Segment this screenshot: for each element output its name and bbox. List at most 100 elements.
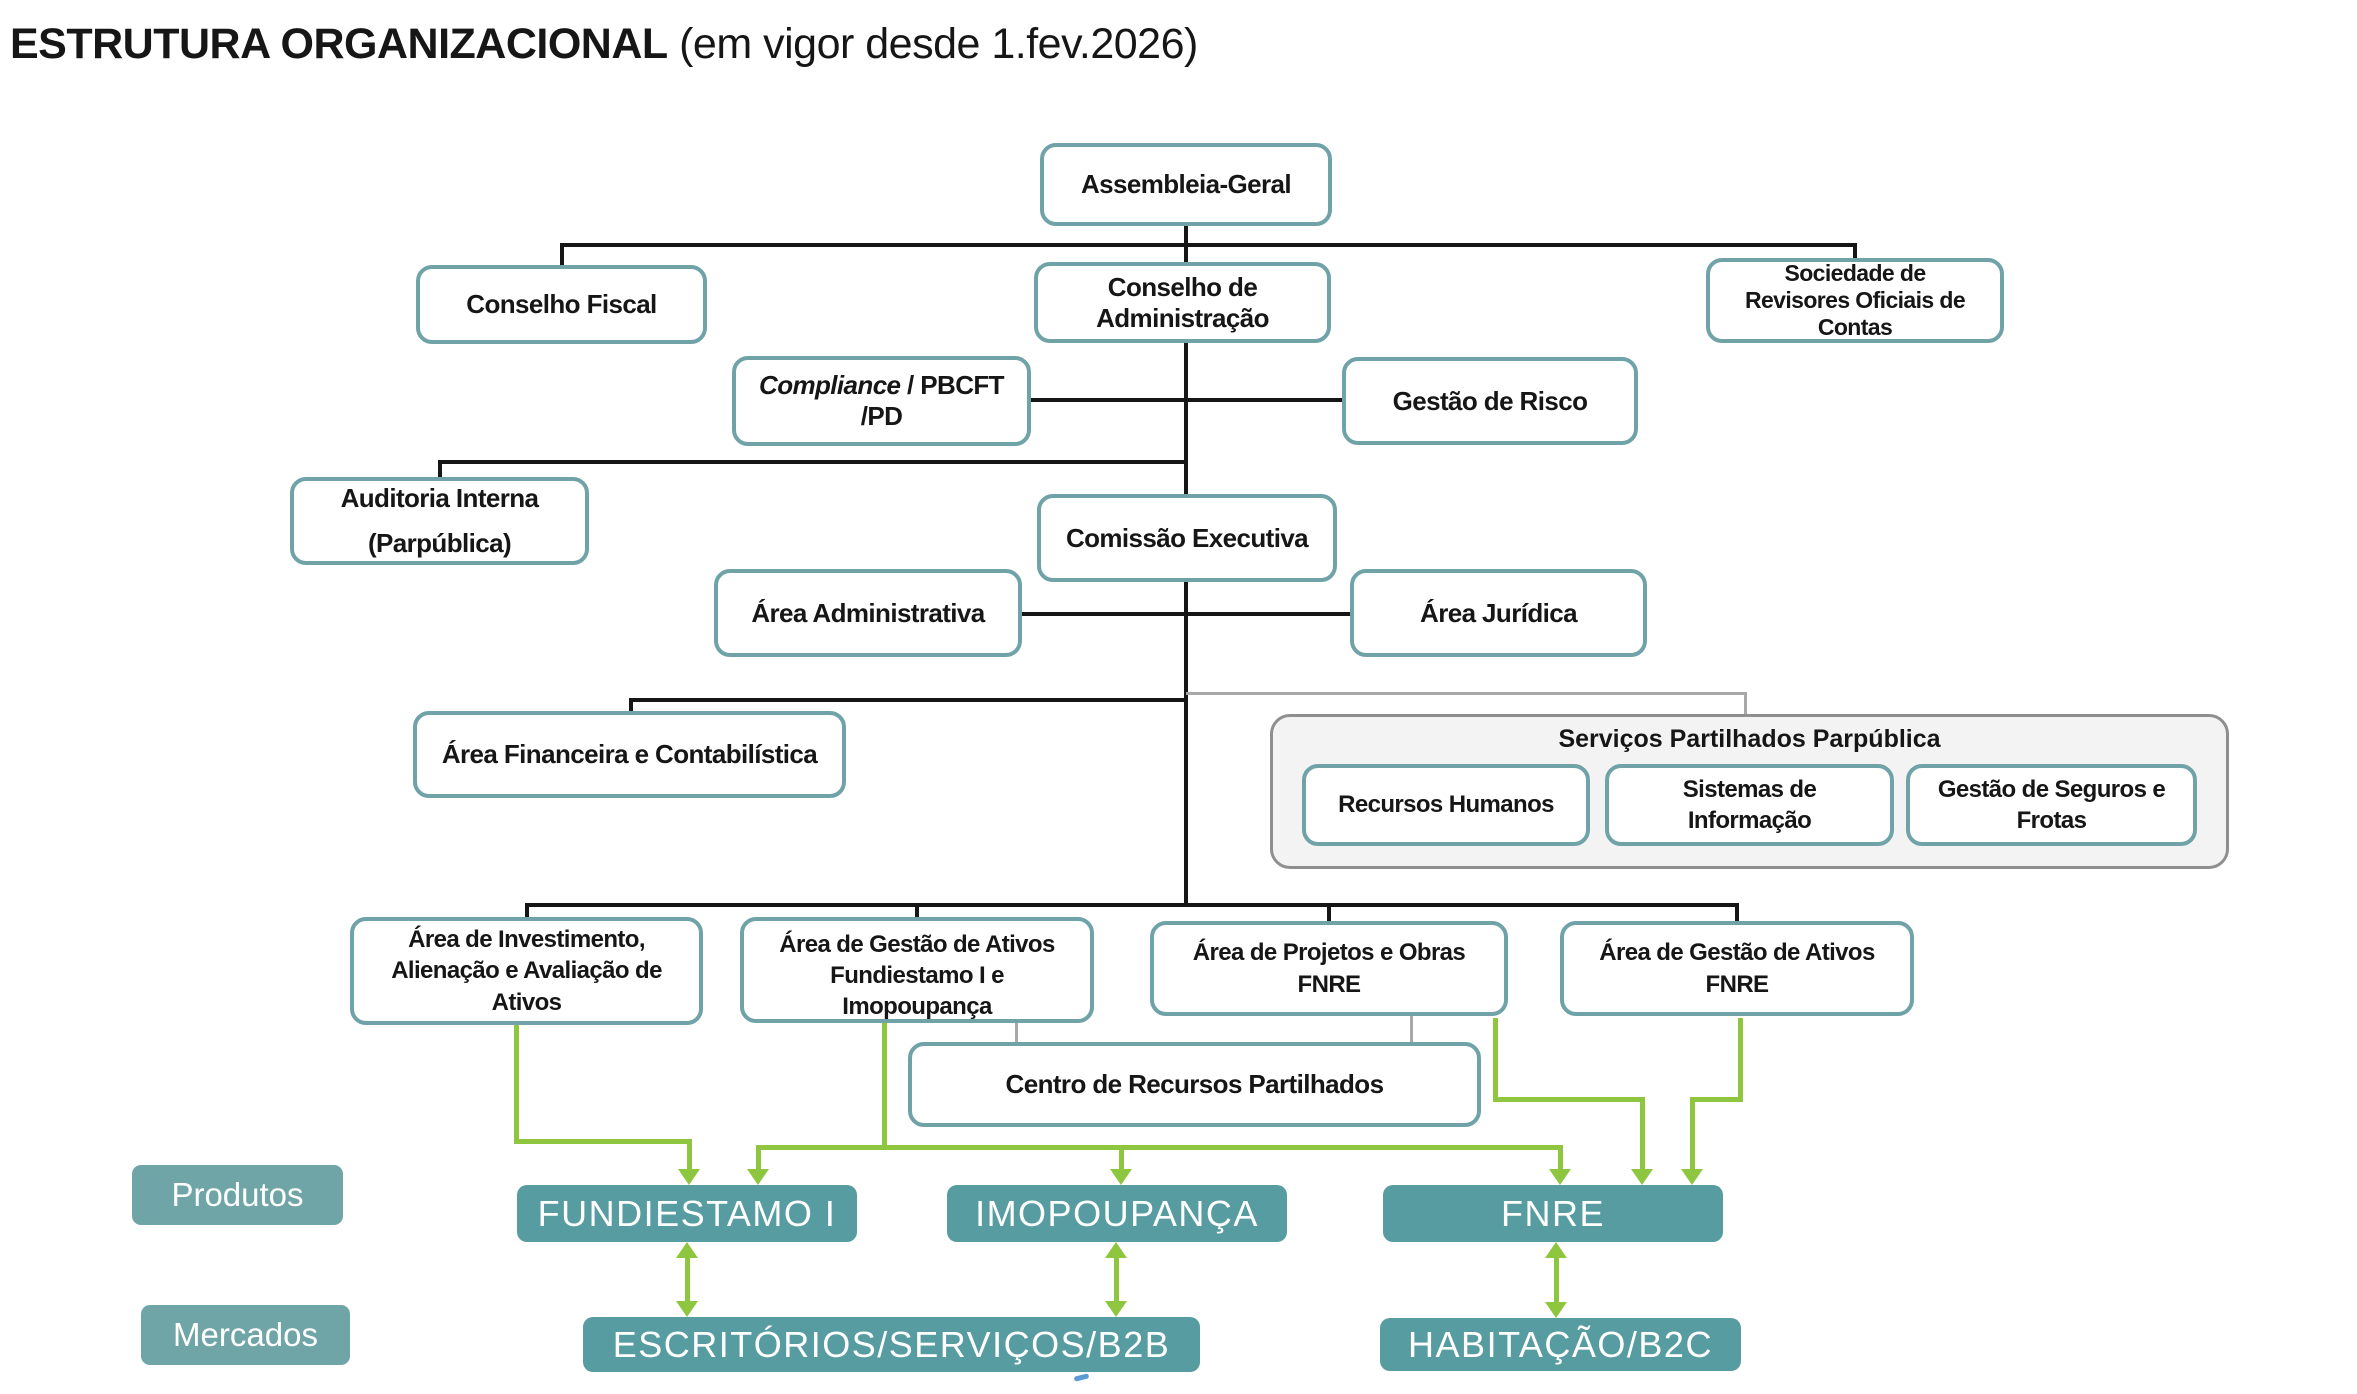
connector-hierarchy (525, 903, 529, 919)
compliance-box-line: /PD (860, 401, 903, 431)
conselho-administracao-box-line: Administração (1096, 302, 1269, 333)
conselho-administracao-box-line: Conselho de (1107, 271, 1258, 302)
compliance-box: Compliance / PBCFT/PD (732, 356, 1031, 446)
connector-product-flow (1493, 1097, 1645, 1102)
connector-hierarchy (1184, 226, 1188, 245)
connector-hierarchy (560, 243, 1857, 247)
connector-hierarchy (438, 460, 442, 479)
connector-product-flow (514, 1022, 519, 1144)
connector-support (1015, 1022, 1018, 1044)
recursos-humanos-box-line: Recursos Humanos (1338, 791, 1554, 819)
area-gestao-ativos-fnre-box-line: Área de Gestão de Ativos (1599, 939, 1875, 967)
connector-hierarchy (1184, 343, 1188, 496)
area-projetos-obras-fnre-box-line: Área de Projetos e Obras (1192, 939, 1466, 967)
connector-product-flow (1690, 1097, 1743, 1102)
area-projetos-obras-fnre-box-line: FNRE (1297, 970, 1362, 998)
connector-support (1410, 1016, 1413, 1044)
area-gestao-fundiestamo-box-line: Área de Gestão de Ativos (779, 931, 1055, 958)
sociedade-revisores-box-line: Sociedade de (1784, 259, 1926, 286)
connector-product-flow (1558, 1145, 1563, 1171)
gestao-seguros-frotas-box-line: Gestão de Seguros e (1937, 775, 2166, 803)
connector-support (1186, 692, 1746, 695)
conselho-fiscal-box: Conselho Fiscal (416, 265, 707, 344)
conselho-fiscal-box-line: Conselho Fiscal (466, 289, 657, 320)
connector-product-flow (687, 1139, 692, 1171)
product-flow-arrow-down (747, 1169, 769, 1185)
habitacao-bar: HABITAÇÃO/B2C (1380, 1318, 1741, 1371)
connector-product-flow (1493, 1018, 1498, 1102)
assembleia-geral-box-line: Assembleia-Geral (1080, 169, 1292, 200)
auditoria-interna-box-line: (Parpública) (367, 528, 512, 558)
escritorios-bar: ESCRITÓRIOS/SERVIÇOS/B2B (583, 1317, 1200, 1372)
recursos-humanos-box: Recursos Humanos (1302, 764, 1590, 846)
connector-product-flow (1690, 1097, 1695, 1171)
connector-product-flow (1554, 1256, 1559, 1304)
product-flow-arrow-down (676, 1301, 698, 1317)
area-administrativa-box-line: Área Administrativa (751, 597, 985, 628)
connector-product-flow (685, 1256, 690, 1303)
mercados-label: Mercados (141, 1305, 350, 1365)
area-administrativa-box: Área Administrativa (714, 569, 1022, 657)
assembleia-geral-box: Assembleia-Geral (1040, 143, 1332, 226)
connector-hierarchy (1031, 398, 1342, 402)
fnre-bar-line: FNRE (1501, 1192, 1605, 1234)
sociedade-revisores-box-line: Contas (1817, 314, 1893, 341)
servicos-partilhados-group-line: Serviços Partilhados Parpública (1558, 725, 1941, 753)
area-investimento-box: Área de Investimento, Alienação e Avaliaç… (350, 917, 703, 1025)
connector-hierarchy (1022, 612, 1350, 616)
product-flow-arrow-down (1110, 1169, 1132, 1185)
fundiestamo-bar: FUNDIESTAMO I (517, 1185, 857, 1242)
product-flow-arrow-up (1105, 1242, 1127, 1258)
compliance-box-line: Compliance / PBCFT (759, 370, 1005, 401)
footnote-marker (1073, 1373, 1090, 1382)
produtos-label-line: Produtos (171, 1176, 304, 1213)
product-flow-arrow-down (1631, 1169, 1653, 1185)
area-juridica-box-line: Área Jurídica (1420, 597, 1578, 628)
area-financeira-box-line: Área Financeira e Contabilística (441, 739, 818, 770)
area-investimento-box-line: Área de Investimento, (408, 926, 645, 954)
area-gestao-fundiestamo-box-line: Imopoupança (842, 993, 992, 1021)
habitacao-bar-line: HABITAÇÃO/B2C (1408, 1323, 1713, 1365)
comissao-executiva-box-line: Comissão Executiva (1065, 522, 1309, 553)
connector-hierarchy (1735, 903, 1739, 923)
sistemas-informacao-box-line: Sistemas de (1682, 775, 1817, 803)
fnre-bar: FNRE (1383, 1185, 1723, 1242)
page-title-suffix: (em vigor desde 1.fev.2026) (667, 20, 1198, 68)
connector-product-flow (882, 1022, 887, 1150)
area-gestao-ativos-fnre-box-line: FNRE (1705, 970, 1770, 998)
connector-hierarchy (560, 243, 564, 267)
product-flow-arrow-down (1105, 1301, 1127, 1317)
area-gestao-fundiestamo-box-line: Fundiestamo I e (830, 962, 1004, 990)
area-financeira-box: Área Financeira e Contabilística (413, 711, 846, 798)
comissao-executiva-box: Comissão Executiva (1037, 494, 1337, 582)
product-flow-arrow-up (1545, 1242, 1567, 1258)
area-investimento-box-line: Alienação e Avaliação de (391, 957, 662, 985)
connector-support (1744, 692, 1747, 716)
area-investimento-box-line: Ativos (491, 988, 562, 1016)
centro-recursos-partilhados-box: Centro de Recursos Partilhados (908, 1042, 1481, 1127)
escritorios-bar-line: ESCRITÓRIOS/SERVIÇOS/B2B (612, 1323, 1171, 1365)
connector-hierarchy (525, 903, 1739, 907)
connector-product-flow (1640, 1097, 1645, 1171)
product-flow-arrow-down (1545, 1302, 1567, 1318)
fundiestamo-bar-line: FUNDIESTAMO I (537, 1192, 837, 1234)
connector-hierarchy (1327, 903, 1331, 923)
product-flow-arrow-down (678, 1169, 700, 1185)
auditoria-interna-box-line: Auditoria Interna (340, 482, 539, 513)
page-title-main: ESTRUTURA ORGANIZACIONAL (10, 20, 668, 68)
connector-hierarchy (1184, 243, 1188, 264)
connector-hierarchy (629, 698, 633, 713)
gestao-risco-box-line: Gestão de Risco (1392, 385, 1588, 416)
compliance-box-line-part: / PBCFT (900, 370, 1005, 401)
connector-hierarchy (438, 460, 1186, 464)
connector-product-flow (1114, 1256, 1119, 1303)
connector-product-flow (1738, 1018, 1743, 1102)
connector-hierarchy (915, 903, 919, 919)
gestao-risco-box: Gestão de Risco (1342, 357, 1638, 445)
